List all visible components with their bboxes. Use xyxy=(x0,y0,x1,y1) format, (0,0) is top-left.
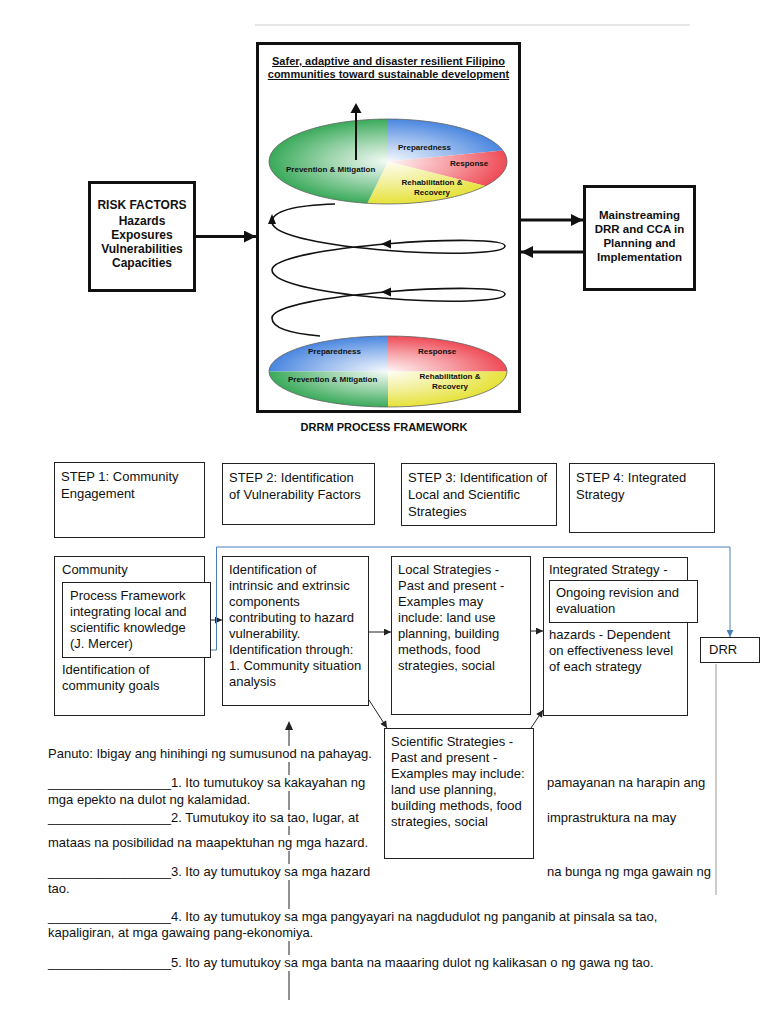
exercise-item: tao. xyxy=(48,881,70,897)
result-box: DRR xyxy=(700,637,760,663)
box-text: 1. Community situation analysis xyxy=(229,658,362,690)
step-title: STEP 1: Community Engagement xyxy=(61,468,198,502)
risk-factor-text: Capacities xyxy=(95,256,189,270)
process-box: Local Strategies - Past and present - Ex… xyxy=(391,556,531,715)
leader-line xyxy=(716,664,717,895)
cycle-phase: Response xyxy=(450,159,488,169)
exercise-item: _________________1. Ito tumutukoy sa kak… xyxy=(48,775,365,791)
goal-frame: Safer, adaptive and disaster resilient F… xyxy=(256,42,521,413)
callout-text: Process Framework integrating local and … xyxy=(70,588,203,652)
goal-arrow xyxy=(355,111,357,160)
box-text: Identification through: xyxy=(229,642,362,658)
exercise-item: na bunga ng mga gawain ng xyxy=(547,864,711,880)
exercise-item: mataas na posibilidad na maapektuhan ng … xyxy=(48,835,368,851)
exercise-item: _________________3. Ito ay tumutukoy sa … xyxy=(48,864,370,880)
cycle-phase: Rehabilitation & Recovery xyxy=(414,372,486,392)
goal-title: Safer, adaptive and disaster resilient F… xyxy=(265,55,512,81)
ellipse-shape xyxy=(268,335,508,408)
top-rule xyxy=(255,25,690,26)
flow-arrow xyxy=(521,219,583,222)
exercise-item: pamayanan na harapin ang xyxy=(547,775,705,791)
step-title: STEP 3: Identification of Local and Scie… xyxy=(408,469,550,520)
exercise-item: mga epekto na dulot ng kalamidad. xyxy=(48,792,250,808)
exercise-item: _________________2. Tumutukoy ito sa tao… xyxy=(48,810,359,826)
flow-arrow xyxy=(196,235,256,238)
instruction: Panuto: Ibigay ang hinihingi ng sumusuno… xyxy=(48,746,372,762)
risk-factor-text: Hazards xyxy=(95,214,189,228)
risk-factor-text: Exposures xyxy=(95,228,189,242)
box-text: Community xyxy=(62,562,128,578)
callout-box: Ongoing revision and evaluation xyxy=(549,580,698,623)
cycle-phase: Rehabilitation & Recovery xyxy=(396,178,468,198)
cycle-phase: Prevention & Mitigation xyxy=(288,375,377,385)
exercise-item: _________________4. Ito ay tumutukoy sa … xyxy=(48,909,713,941)
step-box: STEP 1: Community Engagement xyxy=(54,462,205,538)
cycle-phase: Response xyxy=(418,347,456,357)
flow-arrow xyxy=(531,631,543,632)
cycle-ellipse: Preparedness ResponsePrevention & Mitigat… xyxy=(268,335,508,408)
flow-arrow xyxy=(369,700,387,728)
spiral-arrowhead xyxy=(381,288,391,297)
exercise-item: _________________5. Ito ay tumutukoy sa … xyxy=(48,955,654,971)
cycle-phase: Preparedness xyxy=(308,347,361,357)
ellipse-outline xyxy=(269,336,507,407)
box-text: Mainstreaming DRR and CCA in Planning an… xyxy=(590,208,689,264)
spiral-arrowhead xyxy=(381,240,391,249)
flow-arrow xyxy=(211,620,222,621)
step-title: STEP 4: Integrated Strategy xyxy=(576,469,708,503)
flow-arrow xyxy=(531,710,543,728)
step-box: STEP 3: Identification of Local and Scie… xyxy=(401,463,557,526)
box-text: Scientific Strategies - Past and present… xyxy=(391,734,527,830)
mainstreaming-box: Mainstreaming DRR and CCA in Planning an… xyxy=(583,185,696,291)
box-text: DRR xyxy=(709,642,751,658)
cycle-ellipse: PreparednessResponsePrevention & Mitigat… xyxy=(268,118,508,205)
flow-arrow xyxy=(521,251,583,254)
leader-arrowhead xyxy=(285,721,293,730)
goal-arrowhead xyxy=(351,103,362,113)
spiral-arrowhead xyxy=(268,214,276,224)
cycle-phase: Prevention & Mitigation xyxy=(286,165,375,175)
caption: DRRM PROCESS FRAMEWORK xyxy=(0,420,768,434)
ellipse-outline xyxy=(269,119,507,204)
callout-box: Process Framework integrating local and … xyxy=(62,582,211,658)
process-box: Identification of intrinsic and extrinsi… xyxy=(222,556,369,706)
box-text: hazards - Dependent on effectiveness lev… xyxy=(549,627,680,675)
box-text: Identification of intrinsic and extrinsi… xyxy=(229,562,362,642)
risk-factors-box: RISK FACTORS HazardsExposuresVulnerabilit… xyxy=(88,181,196,292)
cycle-phase: Preparedness xyxy=(398,143,451,153)
step-title: STEP 2: Identification of Vulnerability … xyxy=(229,469,368,503)
box-text: Identification of community goals xyxy=(62,662,195,694)
cycle-spiral xyxy=(272,204,505,336)
callout-text: Ongoing revision and evaluation xyxy=(556,585,691,617)
step-box: STEP 4: Integrated Strategy xyxy=(569,463,715,533)
step-box: STEP 2: Identification of Vulnerability … xyxy=(222,463,375,525)
flow-arrow xyxy=(369,632,391,633)
box-text: Integrated Strategy - xyxy=(549,562,680,578)
risk-factor-text: Vulnerabilities xyxy=(95,242,189,256)
box-text: Local Strategies - Past and present - Ex… xyxy=(398,562,524,674)
risk-factor-text: RISK FACTORS xyxy=(95,198,189,212)
process-box: Scientific Strategies - Past and present… xyxy=(384,728,534,859)
exercise-item: imprastruktura na may xyxy=(547,810,676,826)
